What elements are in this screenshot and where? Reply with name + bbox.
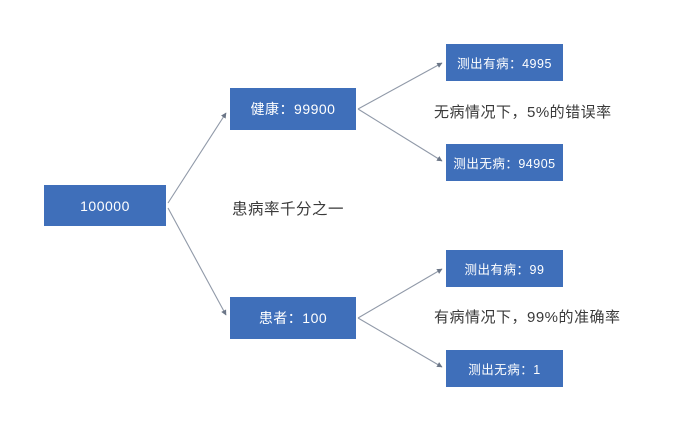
edge-root-to-patient: [167, 207, 227, 316]
node-healthy-negative[interactable]: 测出无病：94905: [446, 144, 563, 181]
annotation-true-positive-rate: 有病情况下，99%的准确率: [434, 309, 621, 326]
annotation-false-positive-rate: 无病情况下，5%的错误率: [434, 104, 612, 121]
edge-root-to-healthy: [167, 112, 227, 204]
node-patient-negative[interactable]: 测出无病：1: [446, 350, 563, 387]
node-healthy-positive-label: 测出有病：4995: [457, 57, 552, 71]
edge-healthy-to-negative: [357, 108, 443, 162]
node-healthy-label: 健康：99900: [250, 101, 336, 117]
edge-patient-to-negative: [357, 317, 443, 368]
node-healthy-negative-label: 测出无病：94905: [453, 157, 556, 171]
node-root[interactable]: 100000: [44, 185, 166, 226]
edge-patient-to-positive: [357, 268, 443, 319]
node-patient-label: 患者：100: [258, 310, 328, 326]
node-root-label: 100000: [80, 197, 130, 214]
node-patient[interactable]: 患者：100: [230, 297, 356, 339]
node-patient-positive[interactable]: 测出有病：99: [446, 250, 563, 287]
node-patient-positive-label: 测出有病：99: [464, 263, 545, 277]
node-healthy[interactable]: 健康：99900: [230, 88, 356, 130]
node-healthy-positive[interactable]: 测出有病：4995: [446, 44, 563, 81]
node-patient-negative-label: 测出无病：1: [468, 363, 541, 377]
edge-healthy-to-positive: [357, 62, 443, 110]
annotation-prevalence: 患病率千分之一: [232, 201, 345, 218]
